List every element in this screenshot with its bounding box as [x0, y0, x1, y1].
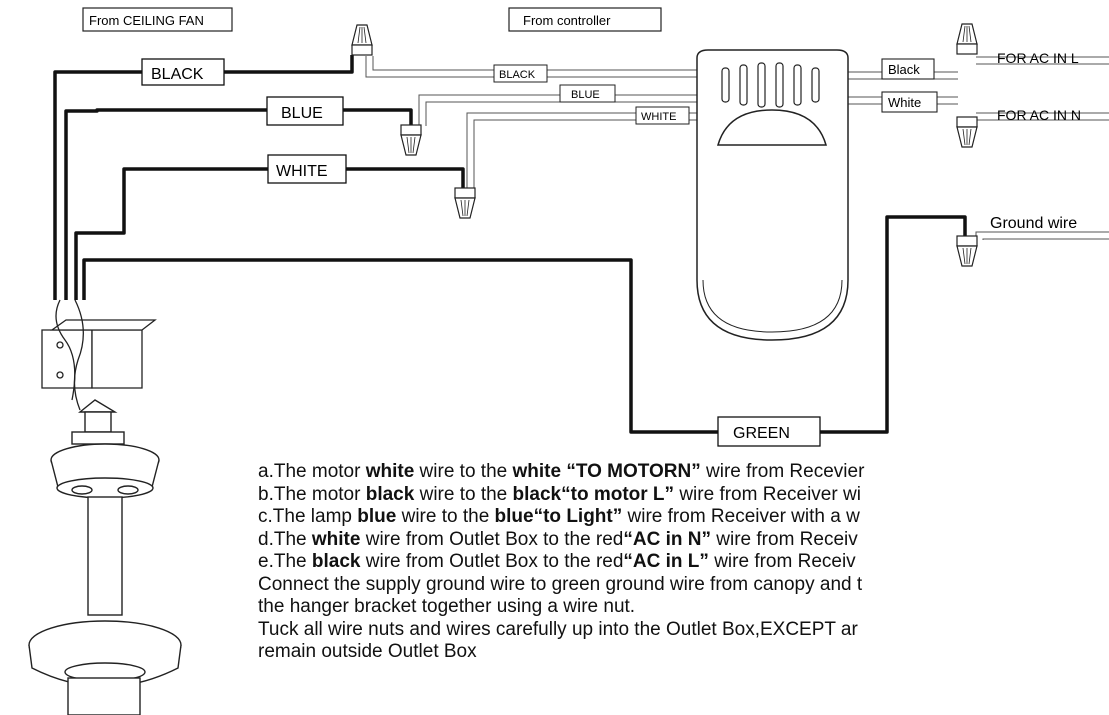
ground-wire-label: Ground wire [990, 215, 1077, 232]
controller-white-label: WHITE [641, 111, 676, 123]
output-black-label: Black [888, 62, 920, 77]
instruction-b: b.The motor black wire to the black“to m… [258, 483, 861, 505]
from-ceiling-fan-box: From CEILING FAN [82, 7, 233, 32]
wire-nut-white [454, 187, 476, 219]
output-black-label-box: Black [881, 58, 935, 80]
from-ceiling-fan-label: From CEILING FAN [89, 13, 204, 28]
instruction-e: e.The black wire from Outlet Box to the … [258, 551, 856, 572]
instruction-a: a.The motor white wire to the white “TO … [258, 461, 865, 482]
output-white-label-box: White [881, 91, 938, 113]
wire-nut-ground [956, 235, 978, 267]
from-controller-label: From controller [523, 13, 611, 28]
fan-white-wire [74, 167, 465, 300]
wire-nut-black [351, 24, 373, 56]
wiring-instructions: a.The motor white wire to the white “TO … [258, 461, 1109, 664]
fan-black-label: BLACK [151, 66, 204, 83]
fan-black-label-box: BLACK [141, 58, 225, 86]
ceiling-fan [28, 399, 182, 715]
receiver-unit [696, 49, 849, 341]
instruction-tuck-2: remain outside Outlet Box [258, 641, 477, 662]
instruction-ground-2: the hanger bracket together using a wire… [258, 596, 636, 617]
ac-in-l-label: FOR AC IN L [997, 50, 1079, 66]
output-white-label: White [888, 95, 921, 110]
controller-blue-label-box: BLUE [559, 84, 616, 103]
fan-white-label-box: WHITE [267, 154, 347, 184]
controller-black-label: BLACK [499, 69, 536, 81]
wire-nut-ac-n [956, 116, 978, 148]
controller-white-label-box: WHITE [635, 106, 690, 125]
fan-green-label: GREEN [733, 425, 790, 442]
controller-blue-label: BLUE [571, 89, 600, 101]
fan-blue-label: BLUE [281, 105, 323, 122]
instruction-tuck-1: Tuck all wire nuts and wires carefully u… [258, 618, 858, 640]
instruction-c: c.The lamp blue wire to the blue“to Ligh… [258, 506, 860, 527]
ac-in-n-label: FOR AC IN N [997, 107, 1081, 123]
wire-nut-ac-l [956, 23, 978, 55]
hanger-bracket [41, 299, 157, 411]
fan-blue-label-box: BLUE [266, 96, 344, 126]
instruction-ground-1: Connect the supply ground wire to green … [258, 573, 863, 595]
controller-black-label-box: BLACK [493, 64, 548, 83]
fan-white-label: WHITE [276, 163, 328, 180]
from-controller-box: From controller [508, 7, 662, 32]
instruction-d: d.The white wire from Outlet Box to the … [258, 528, 858, 550]
fan-green-label-box: GREEN [717, 416, 821, 447]
wire-nut-blue [400, 124, 422, 156]
fan-blue-wire [64, 108, 413, 300]
